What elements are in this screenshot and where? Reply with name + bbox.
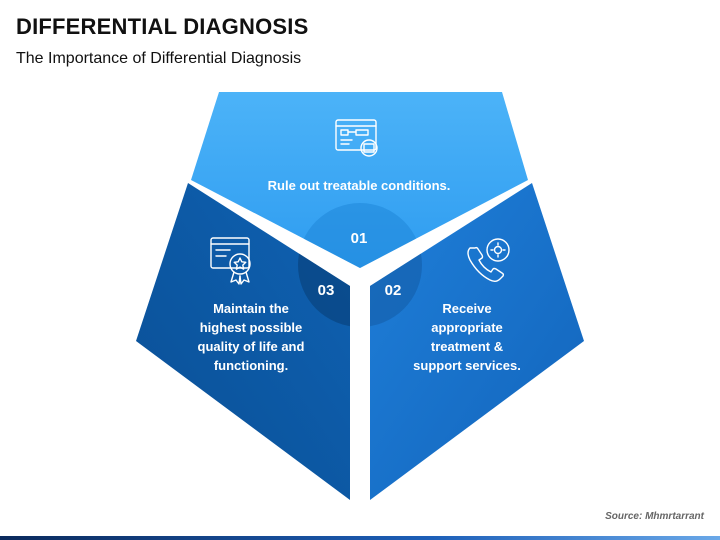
phone-support-icon (467, 238, 510, 282)
page-subtitle: The Importance of Differential Diagnosis (16, 50, 302, 67)
segment-02-text-line-4: support services. (413, 358, 521, 373)
segment-01-shape (191, 92, 528, 268)
segment-02-text-line-1: Receive (442, 301, 491, 316)
segment-02-text-line-2: appropriate (431, 320, 503, 335)
segment-03-text-line-3: quality of life and (198, 339, 305, 354)
segment-02-shape (370, 183, 584, 500)
segment-02-text-line-3: treatment & (431, 339, 503, 354)
web-workflow-icon (335, 119, 378, 157)
segment-03-number: 03 (318, 282, 335, 299)
segment-01-text: Rule out treatable conditions. (268, 178, 451, 193)
segment-01: Rule out treatable conditions. 01 (191, 92, 528, 268)
segment-01-number: 01 (351, 230, 368, 247)
segment-01-circle (298, 203, 422, 268)
certificate-award-icon (210, 237, 251, 285)
bottom-accent-bar (0, 536, 720, 540)
segment-03-shape (136, 183, 350, 500)
page-title: DIFFERENTIAL DIAGNOSIS (16, 14, 309, 39)
segment-03-text-line-1: Maintain the (213, 301, 289, 316)
segment-03-text-line-2: highest possible (200, 320, 303, 335)
source-note: Source: Mhmrtarrant (605, 511, 704, 522)
segment-03-text-line-4: functioning. (214, 358, 288, 373)
segment-02-number: 02 (385, 282, 402, 299)
